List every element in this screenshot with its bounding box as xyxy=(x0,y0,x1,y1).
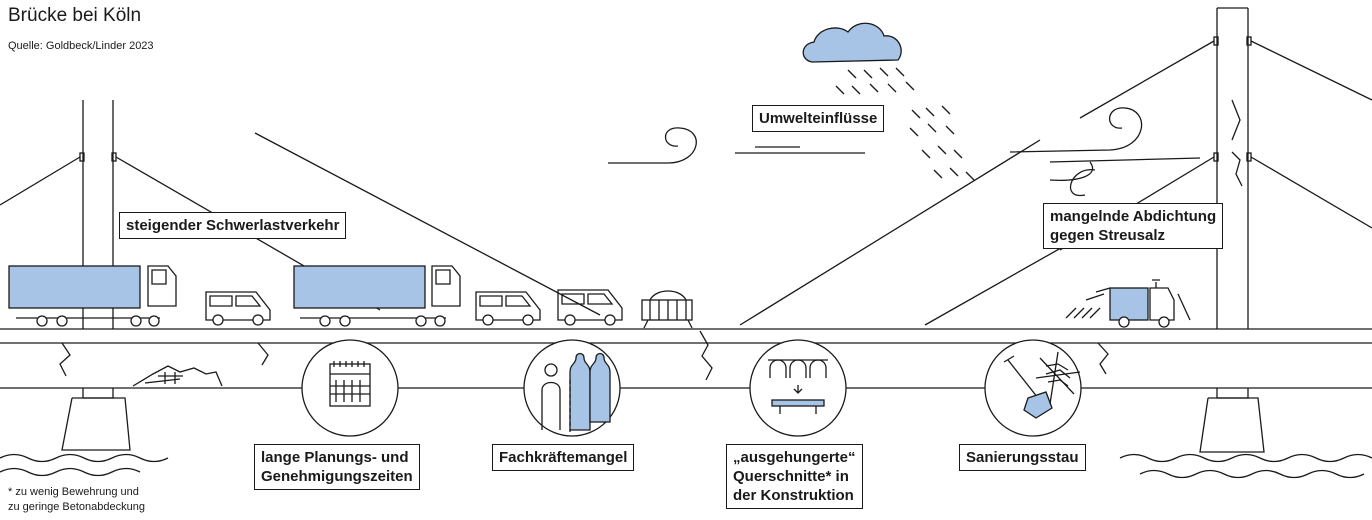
source-note: Quelle: Goldbeck/Linder 2023 xyxy=(8,40,154,52)
van-icon xyxy=(557,289,623,326)
label-backlog: Sanierungsstau xyxy=(959,444,1086,471)
right-pier xyxy=(1119,388,1372,479)
label-salt: mangelnde Abdichtung gegen Streusalz xyxy=(1043,203,1224,249)
right-pylon xyxy=(739,7,1372,329)
cross-section-icon xyxy=(749,339,847,437)
footnote: * zu wenig Bewehrung und zu geringe Beto… xyxy=(8,486,145,513)
left-pier xyxy=(0,388,169,477)
label-environment: Umwelteinflüsse xyxy=(752,105,885,132)
page-title: Brücke bei Köln xyxy=(8,5,142,26)
road-barrier-icon xyxy=(641,290,693,329)
calendar-icon xyxy=(301,339,399,437)
van-icon xyxy=(475,291,541,326)
truck-icon xyxy=(293,265,461,327)
workers-icon xyxy=(523,339,621,437)
label-cross-sections: „ausgehungerte“ Querschnitte* in der Kon… xyxy=(726,444,863,509)
salt-spreader-icon xyxy=(1065,279,1191,328)
shovel-cobweb-icon xyxy=(984,339,1082,437)
bridge-deck xyxy=(0,328,1372,389)
label-planning: lange Planungs- und Genehmigungszeiten xyxy=(254,444,420,490)
wind-lines-left xyxy=(608,127,865,164)
truck-icon xyxy=(8,265,177,327)
van-icon xyxy=(205,291,271,326)
rubble xyxy=(132,365,223,387)
crack-marks xyxy=(59,99,1243,381)
cloud-icon xyxy=(802,22,902,63)
label-workers: Fachkräftemangel xyxy=(492,444,635,471)
rain-icon xyxy=(835,67,975,181)
label-heavy-traffic: steigender Schwerlastverkehr xyxy=(119,212,347,239)
wind-lines-right xyxy=(1009,107,1201,197)
